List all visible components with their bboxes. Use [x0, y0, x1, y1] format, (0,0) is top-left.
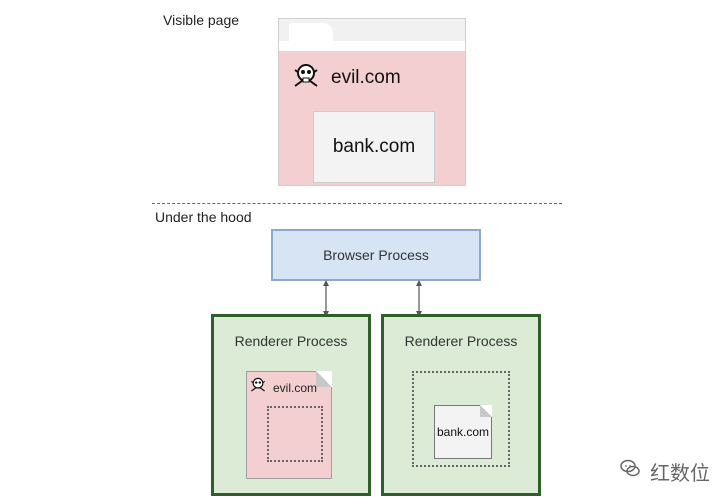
evil-site-row: evil.com	[291, 63, 401, 93]
renderer-right-title: Renderer Process	[404, 333, 518, 349]
page-fold-icon	[480, 405, 492, 417]
watermark-text: 红数位	[650, 462, 710, 485]
evil-document-header: evil.com	[249, 376, 317, 399]
section-divider	[152, 203, 562, 204]
bank-site-frame: bank.com	[313, 111, 435, 183]
address-bar	[279, 41, 465, 52]
evil-site-label: evil.com	[331, 67, 401, 88]
under-the-hood-label: Under the hood	[155, 209, 252, 225]
browser-window-mock: evil.com bank.com	[278, 18, 466, 186]
wechat-icon	[618, 456, 642, 486]
browser-process-box: Browser Process	[271, 229, 481, 281]
skull-crossbones-icon	[291, 61, 321, 96]
renderer-left-title: Renderer Process	[234, 333, 348, 349]
evil-document-label: evil.com	[273, 380, 318, 395]
renderer-process-left: Renderer Process evil.com	[211, 314, 371, 496]
page-fold-icon	[316, 371, 332, 387]
renderer-process-right: Renderer Process bank.com	[381, 314, 541, 496]
watermark: 红数位	[618, 456, 710, 486]
browser-process-label: Browser Process	[323, 247, 429, 263]
bank-site-label: bank.com	[332, 136, 416, 157]
browser-tab-icon	[289, 23, 333, 41]
dotted-frame-placeholder	[267, 406, 323, 462]
evil-document: evil.com	[246, 371, 332, 479]
skull-crossbones-icon	[249, 376, 267, 399]
bank-document: bank.com	[434, 405, 492, 459]
visible-page-label: Visible page	[163, 12, 240, 28]
dotted-iframe-outline	[412, 371, 510, 467]
bank-document-label: bank.com	[436, 425, 490, 439]
